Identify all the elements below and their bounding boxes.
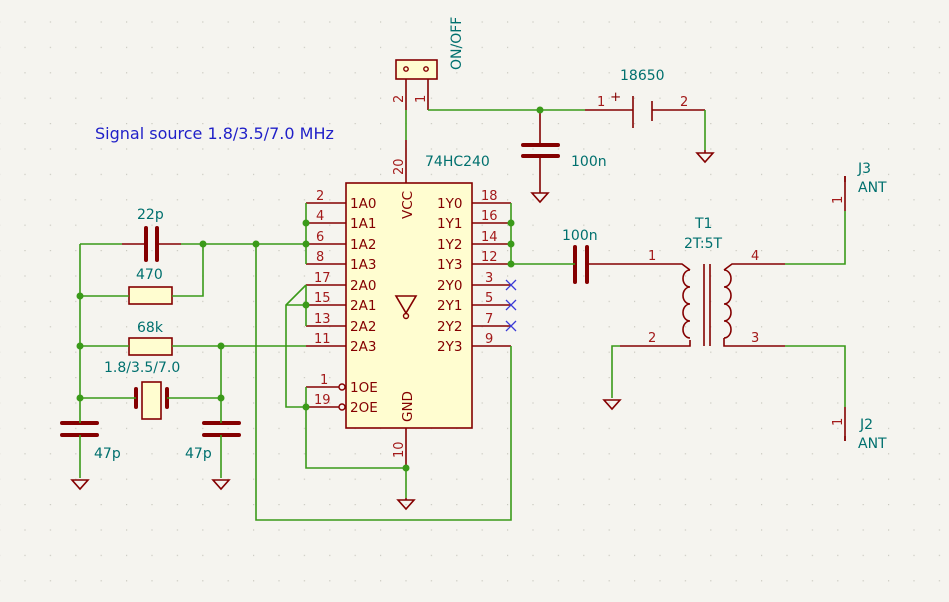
- ground-symbol-left-cap: [70, 479, 90, 491]
- resistor-470-value: 470: [136, 267, 163, 283]
- ic-pin-name-2y3: 2Y3: [437, 339, 462, 355]
- ic-name: 74HC240: [425, 154, 490, 170]
- ic-74hc240[interactable]: 74HC240 20 VCC 10 GND: [306, 140, 511, 468]
- ground-symbol-right-cap: [211, 479, 231, 491]
- antenna-connector-j3[interactable]: 1 J3 ANT: [831, 161, 887, 211]
- ic-pin-num-2y1: 5: [485, 291, 493, 306]
- ic-gnd-pin: 10: [392, 441, 407, 458]
- battery-label: 18650: [620, 68, 665, 84]
- switch-label: ON/OFF: [449, 17, 465, 70]
- antenna-connector-j2[interactable]: 1 J2 ANT: [831, 407, 887, 452]
- ic-pin-num-1oe: 1: [320, 373, 328, 388]
- ic-pin-num-2a0: 17: [314, 271, 331, 286]
- ic-pin-name-1oe: 1OE: [350, 380, 378, 396]
- ic-pin-num-2y2: 7: [485, 312, 493, 327]
- switch-pin-2: 2: [392, 95, 407, 103]
- battery-pin-2: 2: [680, 95, 688, 110]
- ic-pin-num-2y0: 3: [485, 271, 493, 286]
- no-connect-markers: [505, 279, 517, 332]
- ic-pin-name-1y2: 1Y2: [437, 237, 462, 253]
- ic-pin-name-2y1: 2Y1: [437, 298, 462, 314]
- j3-ref: J3: [857, 161, 871, 177]
- j3-pin: 1: [831, 196, 846, 204]
- transformer-t1[interactable]: T1 2T:5T 1 2 3 4: [620, 216, 785, 347]
- schematic-title: Signal source 1.8/3.5/7.0 MHz: [95, 124, 334, 143]
- ic-pin-num-1y2: 14: [481, 230, 498, 245]
- transformer-pin-3: 3: [751, 331, 759, 346]
- ic-pin-num-2y3: 9: [485, 332, 493, 347]
- ground-symbol-ic: [396, 498, 416, 511]
- ic-pin-num-1a3: 8: [316, 250, 324, 265]
- ic-pin-name-2a3: 2A3: [350, 339, 376, 355]
- ic-pin-num-2a3: 11: [314, 332, 331, 347]
- capacitor-output-100n[interactable]: 100n: [562, 228, 620, 284]
- capacitor-47p-right-value: 47p: [185, 446, 212, 462]
- ground-symbol-supply-cap: [530, 190, 550, 204]
- transformer-pin-1: 1: [648, 249, 656, 264]
- resistor-470[interactable]: 470: [128, 267, 173, 305]
- ic-pin-name-2y2: 2Y2: [437, 319, 462, 335]
- ic-pin-name-1a2: 1A2: [350, 237, 376, 253]
- ground-symbol-transformer: [602, 399, 622, 411]
- ic-pin-num-2oe: 19: [314, 393, 331, 408]
- ic-pin-name-2y0: 2Y0: [437, 278, 462, 294]
- ic-pin-num-1a0: 2: [316, 189, 324, 204]
- inverter-symbol: [394, 295, 418, 320]
- battery[interactable]: 18650 + 1 2: [585, 68, 705, 128]
- ic-pin-num-2a2: 13: [314, 312, 331, 327]
- capacitor-22p[interactable]: 22p: [122, 207, 181, 262]
- ic-pin-num-1y0: 18: [481, 189, 498, 204]
- ic-pin-name-1y0: 1Y0: [437, 196, 462, 212]
- capacitor-22p-value: 22p: [137, 207, 164, 223]
- ic-pin-name-1a1: 1A1: [350, 216, 376, 232]
- j2-ref: J2: [859, 417, 873, 433]
- ic-pin-num-1a2: 6: [316, 230, 324, 245]
- capacitor-output-value: 100n: [562, 228, 598, 244]
- ic-pin-num-1a1: 4: [316, 209, 324, 224]
- crystal-value: 1.8/3.5/7.0: [104, 360, 180, 376]
- ic-pin-name-2a1: 2A1: [350, 298, 376, 314]
- battery-polarity: +: [610, 89, 621, 105]
- ic-pin-name-1a0: 1A0: [350, 196, 376, 212]
- capacitor-supply-value: 100n: [571, 154, 607, 170]
- ic-pin-num-2a1: 15: [314, 291, 331, 306]
- transformer-pin-2: 2: [648, 331, 656, 346]
- ic-pin-num-1y3: 12: [481, 250, 498, 265]
- j3-value: ANT: [858, 180, 887, 196]
- ic-pin-name-2a2: 2A2: [350, 319, 376, 335]
- switch-pin-1: 1: [414, 95, 429, 103]
- power-switch[interactable]: 2 1 ON/OFF: [392, 17, 465, 110]
- ic-pin-name-2oe: 2OE: [350, 400, 378, 416]
- ic-pin-name-1y3: 1Y3: [437, 257, 462, 273]
- transformer-value: 2T:5T: [684, 236, 723, 252]
- ic-gnd-label: GND: [400, 391, 416, 422]
- battery-pin-1: 1: [597, 95, 605, 110]
- capacitor-supply-100n[interactable]: 100n: [521, 110, 607, 190]
- resistor-68k-value: 68k: [137, 320, 164, 336]
- ic-vcc-label: VCC: [400, 191, 416, 219]
- j2-pin: 1: [831, 418, 846, 426]
- ground-symbol-battery: [695, 150, 715, 164]
- ic-pin-name-1y1: 1Y1: [437, 216, 462, 232]
- j2-value: ANT: [858, 436, 887, 452]
- transformer-ref: T1: [694, 216, 712, 232]
- ic-pin-name-1a3: 1A3: [350, 257, 376, 273]
- capacitor-47p-left-value: 47p: [94, 446, 121, 462]
- ic-pin-num-1y1: 16: [481, 209, 498, 224]
- transformer-pin-4: 4: [751, 249, 759, 264]
- ic-vcc-pin: 20: [392, 158, 407, 175]
- ic-pin-name-2a0: 2A0: [350, 278, 376, 294]
